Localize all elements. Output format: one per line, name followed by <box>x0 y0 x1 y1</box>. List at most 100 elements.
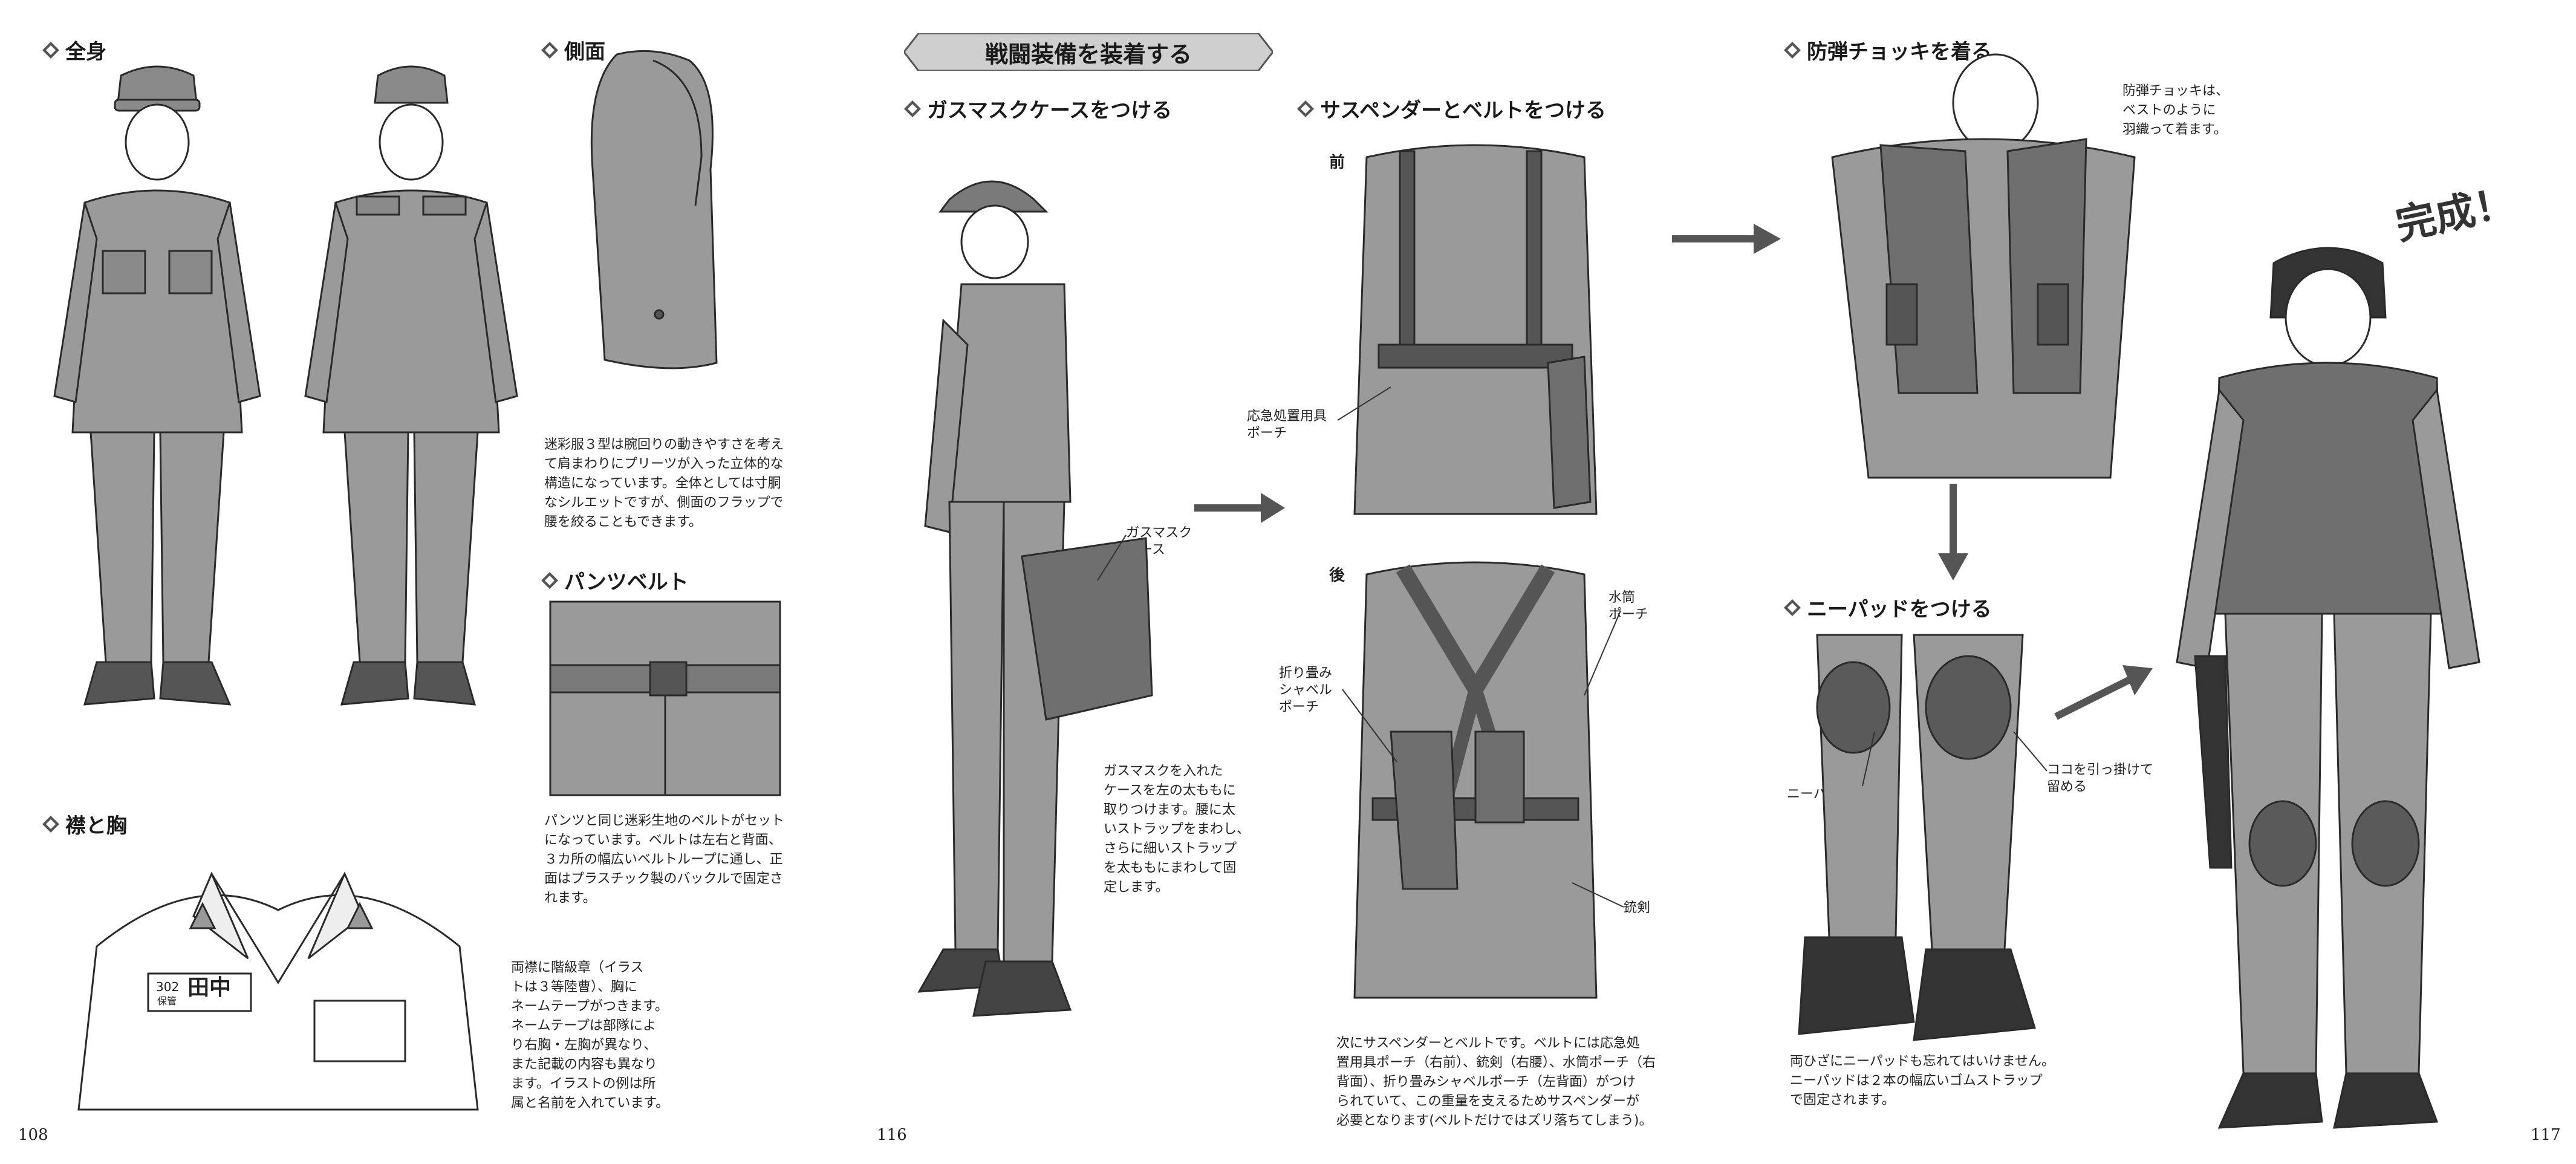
text-line: トは３等陸曹）、胸に <box>511 980 638 995</box>
text-line: 属と名前を入れています。 <box>511 1096 669 1111</box>
text-line: 防弾チョッキは、 <box>2122 83 2230 99</box>
diamond-bullet-icon <box>1297 100 1314 117</box>
text-vest-note: 防弾チョッキは、 ベストのように 羽織って着ます。 <box>2122 82 2262 140</box>
arrow-right-2 <box>1672 224 1781 254</box>
label-hook: ココを引っ掛けて 留める <box>2047 762 2153 796</box>
heading-text: 防弾チョッキを着る <box>1807 40 1992 64</box>
text-line: 必要となります(ベルトだけではズリ落ちてしまう)。 <box>1336 1113 1653 1128</box>
figure-full-body-back <box>304 65 518 706</box>
section-banner <box>904 33 1273 71</box>
label-line: ココを引っ掛けて <box>2047 762 2154 778</box>
nametape-number: 302 <box>156 980 180 994</box>
text-line: 構造になっています。全体としては寸胴 <box>544 476 781 491</box>
text-line: ネームテープは部隊によ <box>511 1018 657 1033</box>
text-suspender: 次にサスペンダーとベルトです。ベルトには応急処 置用具ポーチ（右前）、銃剣（右腰… <box>1336 1034 1675 1131</box>
text-line: また記載の内容も異なり <box>511 1057 658 1072</box>
label-line: 折り畳み <box>1279 666 1333 681</box>
text-gasmask: ガスマスクを入れた ケースを左の太ももに 取りつけます。腰に太 いストラップをま… <box>1104 762 1261 897</box>
heading-vest: 防弾チョッキを着る <box>1784 35 1992 65</box>
text-line: 定します。 <box>1104 880 1169 895</box>
figure-suspender-front <box>1353 144 1598 515</box>
figure-pants-belt <box>549 600 781 796</box>
diamond-bullet-icon <box>42 815 59 833</box>
label-line: ポーチ <box>1247 426 1287 441</box>
text-line: ケースを左の太ももに <box>1104 783 1236 798</box>
text-line: さらに細いストラップ <box>1104 841 1237 856</box>
heading-text: ニーパッドをつける <box>1807 597 1992 622</box>
text-line: ３カ所の幅広いベルトループに通し、正 <box>544 852 783 867</box>
text-line: なシルエットですが、側面のフラップで <box>544 495 784 510</box>
text-line: パンツと同じ迷彩生地のベルトがセット <box>544 813 785 828</box>
arrow-right-1 <box>1194 493 1285 523</box>
label-line: 応急処置用具 <box>1247 409 1327 424</box>
label-back: 後 <box>1329 567 1345 585</box>
text-line: 羽織って着ます。 <box>2122 122 2227 137</box>
text-line: れます。 <box>544 891 596 906</box>
diamond-bullet-icon <box>1784 41 1801 59</box>
text-kneepad: 両ひざにニーパッドも忘れてはいけません。 ニーパッドは２本の幅広いゴムストラップ… <box>1790 1052 2080 1110</box>
banner-title: 戦闘装備を装着する <box>984 40 1192 68</box>
text-line: 腰を絞ることもできます。 <box>544 515 702 530</box>
figure-suspender-back <box>1353 561 1598 999</box>
text-line: ベストのように <box>2122 103 2216 118</box>
text-line: り右胸・左胸が異なり、 <box>511 1038 657 1053</box>
figure-vest <box>1831 53 2136 479</box>
label-line: ポーチ <box>1608 607 1649 622</box>
text-line: で固定されます。 <box>1790 1093 1895 1108</box>
text-line: 置用具ポーチ（右前）、銃剣（右腰）、水筒ポーチ（右 <box>1336 1055 1656 1070</box>
label-first-aid-pouch: 応急処置用具 ポーチ <box>1247 408 1327 442</box>
label-line: シャベル <box>1279 683 1333 698</box>
text-line: を太ももにまわして固 <box>1104 860 1237 876</box>
label-bayonet: 銃剣 <box>1624 900 1651 915</box>
text-line: 背面）、折り畳みシャベルポーチ（左背面）がつけ <box>1336 1075 1636 1090</box>
figure-gasmask-soldier <box>917 180 1153 1017</box>
text-line: ネームテープがつきます。 <box>511 999 668 1014</box>
nametape-name: 田中 <box>187 975 232 1000</box>
text-pants-belt: パンツと同じ迷彩生地のベルトがセット になっています。ベルトは左右と背面、 ３カ… <box>544 811 804 908</box>
heading-text: 全身 <box>65 40 106 64</box>
figure-collar-chest <box>77 871 479 1111</box>
page-number-117: 117 <box>2531 1126 2561 1144</box>
label-front: 前 <box>1329 154 1345 172</box>
figure-kneepad <box>1798 634 2036 1041</box>
figure-completed-soldier <box>2176 247 2480 1129</box>
text-eri-mune: 両襟に階級章（イラス トは３等陸曹）、胸に ネームテープがつきます。 ネームテー… <box>511 958 686 1113</box>
diamond-bullet-icon <box>42 41 59 59</box>
text-line: 取りつけます。腰に太 <box>1104 802 1236 818</box>
text-line: て肩まわりにプリーツが入った立体的な <box>544 457 784 472</box>
text-line: ニーパッドは２本の幅広いゴムストラップ <box>1790 1073 2043 1088</box>
text-line: ガスマスクを入れた <box>1104 764 1223 779</box>
heading-sokumen: 側面 <box>541 35 605 65</box>
text-sokumen: 迷彩服３型は腕回りの動きやすさを考え て肩まわりにプリーツが入った立体的な 構造… <box>544 435 804 532</box>
text-line: いストラップをまわし、 <box>1104 822 1251 837</box>
page-number-108: 108 <box>18 1126 48 1144</box>
diamond-bullet-icon <box>541 571 558 589</box>
text-line: られていて、この重量を支えるためサスペンダーが <box>1336 1094 1639 1109</box>
heading-text: 襟と胸 <box>65 814 127 838</box>
label-line: ガスマスク <box>1126 525 1192 541</box>
arrow-down <box>1938 484 1968 580</box>
text-line: 両ひざにニーパッドも忘れてはいけません。 <box>1790 1054 2055 1069</box>
nametape-unit: 保管 <box>157 995 177 1007</box>
heading-text: サスペンダーとベルトをつける <box>1320 99 1606 123</box>
heading-kneepad: ニーパッドをつける <box>1784 593 1992 622</box>
figure-jacket-side <box>590 50 718 369</box>
heading-text: ガスマスクケースをつける <box>927 99 1173 123</box>
text-line: 迷彩服３型は腕回りの動きやすさを考え <box>544 437 784 452</box>
diamond-bullet-icon <box>904 100 921 117</box>
heading-suspender-belt: サスペンダーとベルトをつける <box>1297 94 1606 123</box>
text-line: になっています。ベルトは左右と背面、 <box>544 833 782 848</box>
label-line: 留める <box>2047 779 2087 795</box>
label-line: ポーチ <box>1279 700 1319 715</box>
heading-gasmask-case: ガスマスクケースをつける <box>904 94 1172 123</box>
text-line: 両襟に階級章（イラス <box>511 960 644 975</box>
heading-pants-belt: パンツベルト <box>541 565 689 595</box>
diamond-bullet-icon <box>541 41 558 59</box>
page-number-116: 116 <box>877 1126 907 1144</box>
heading-text: パンツベルト <box>564 570 689 594</box>
text-line: 面はプラスチック製のバックルで固定さ <box>544 871 783 886</box>
arrow-diagonal <box>2054 665 2153 720</box>
heading-text: 側面 <box>564 40 605 64</box>
heading-zenshin: 全身 <box>42 35 106 65</box>
text-line: 次にサスペンダーとベルトです。ベルトには応急処 <box>1336 1036 1640 1051</box>
